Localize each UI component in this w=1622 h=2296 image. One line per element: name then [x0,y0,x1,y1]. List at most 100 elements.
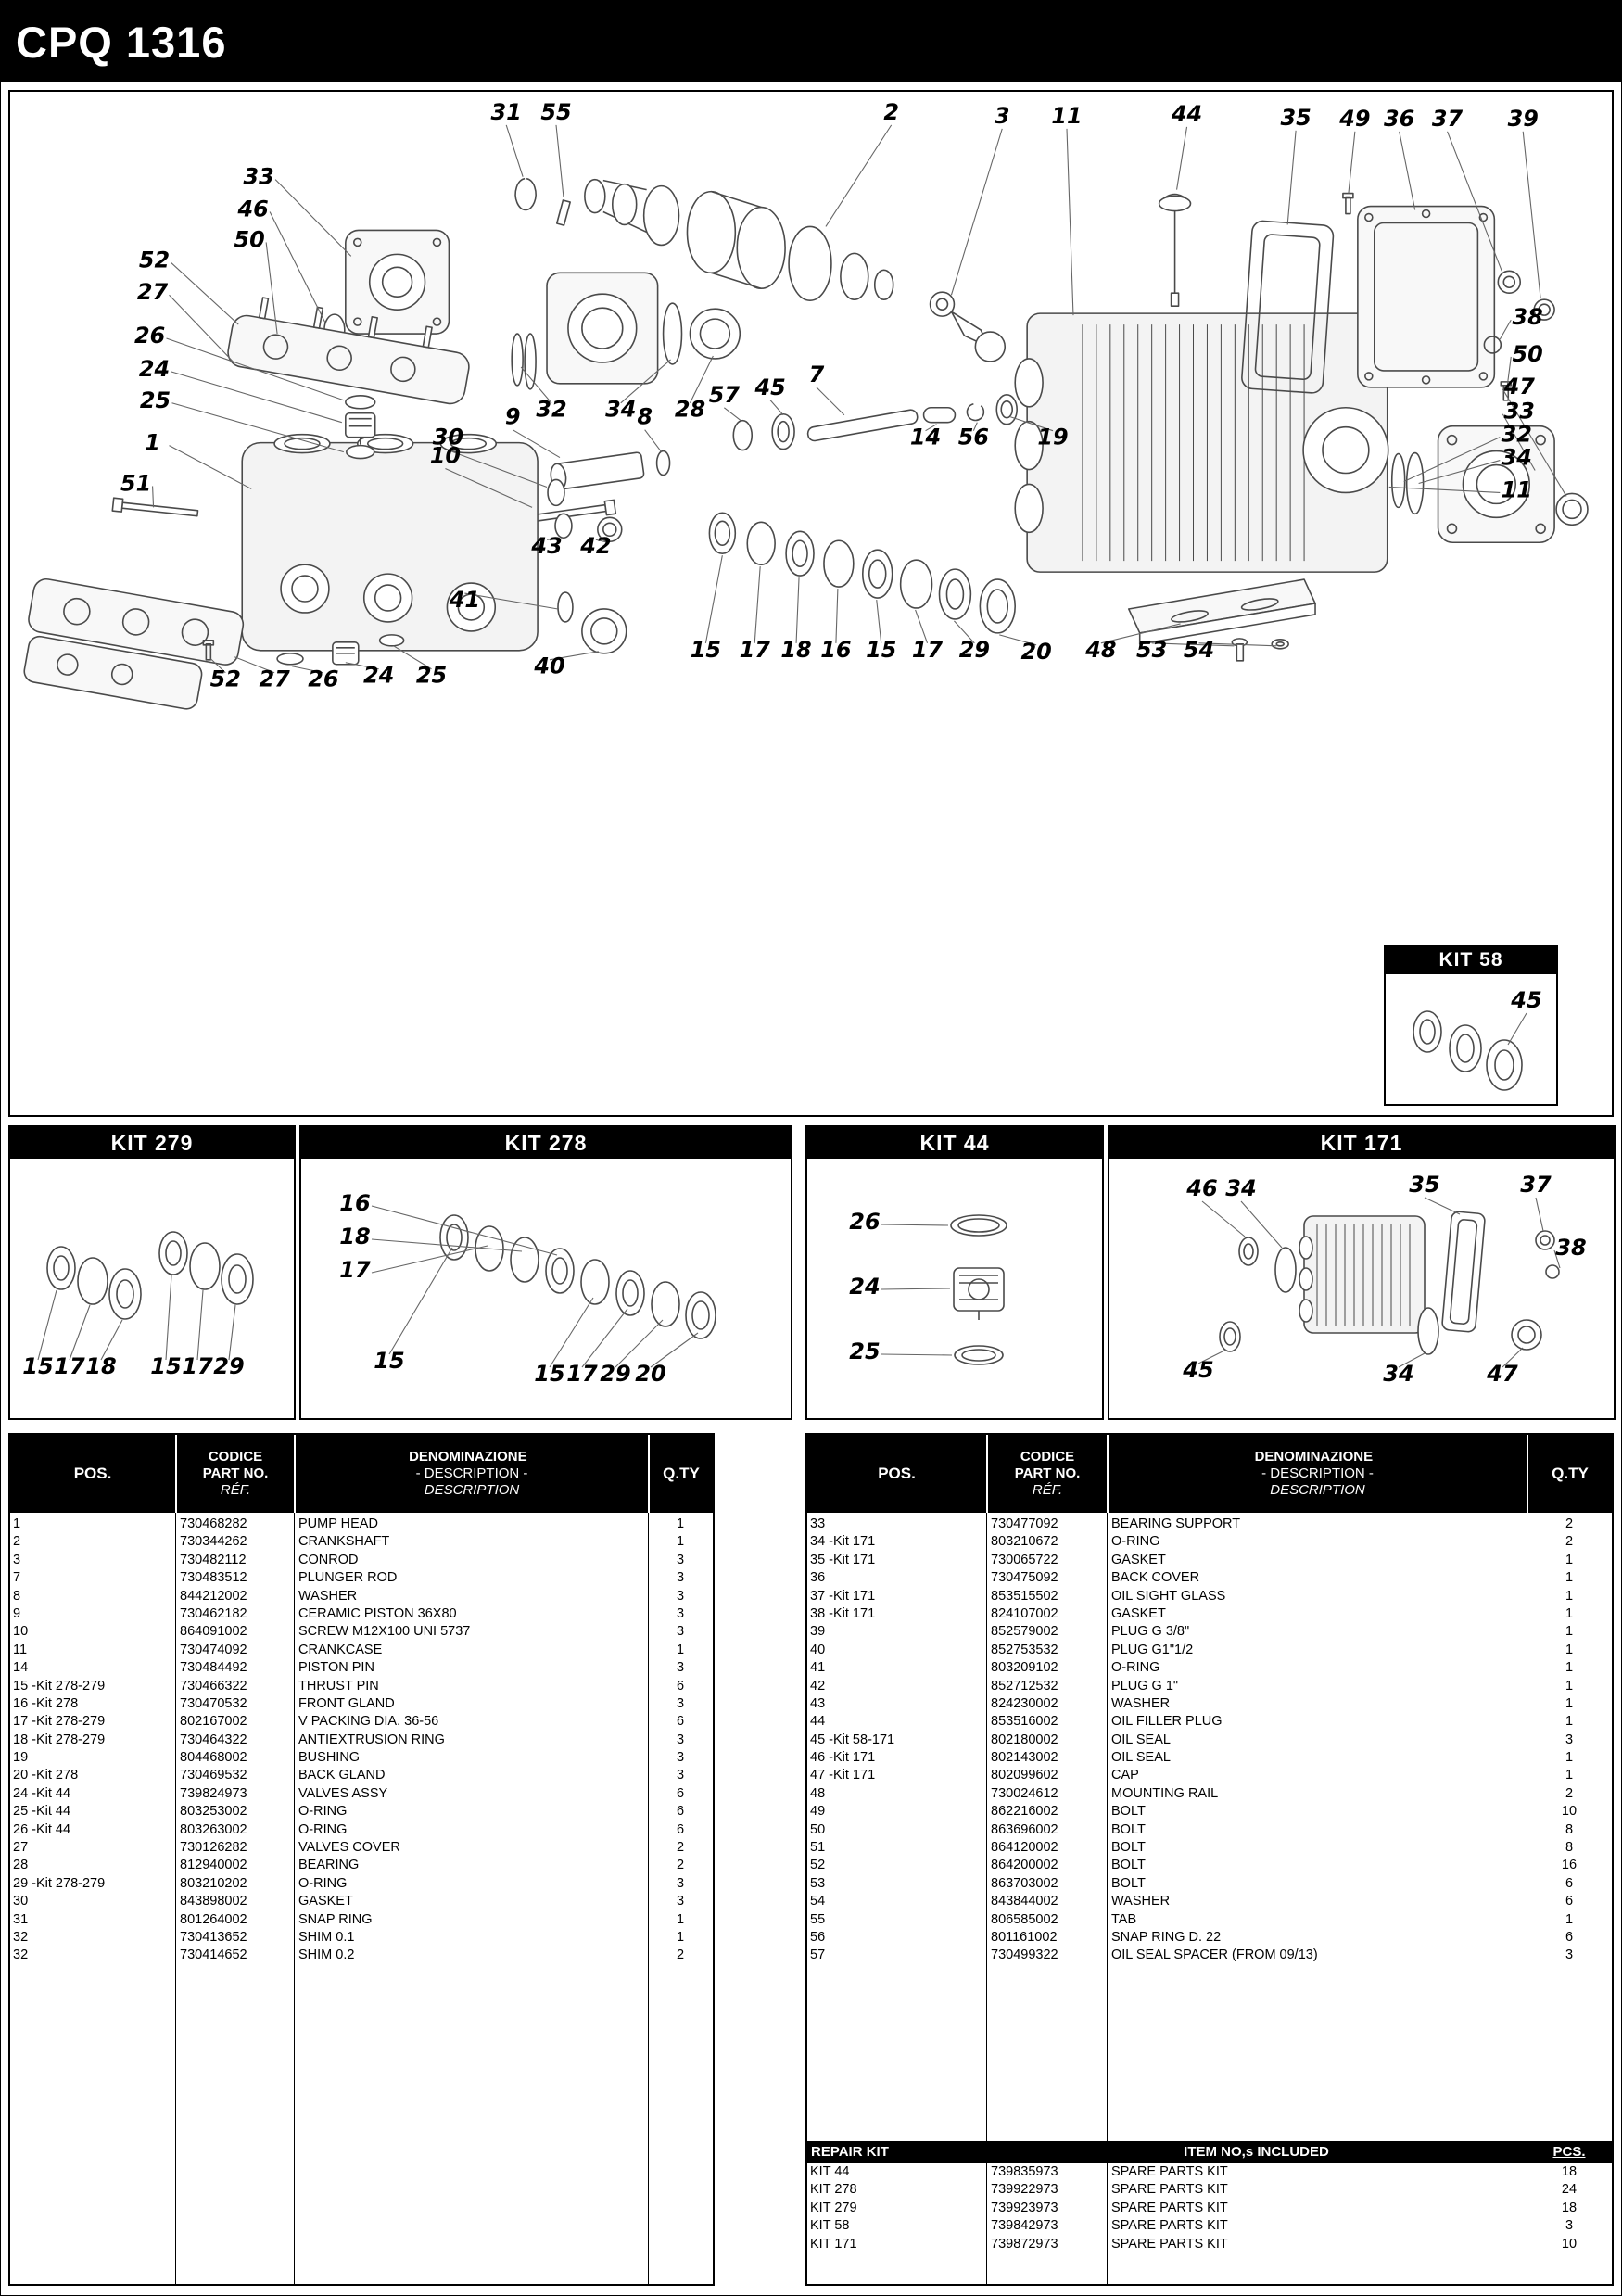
callout-16: 16 [339,1190,370,1216]
cell-code: 730065722 [991,1552,1058,1567]
callout-25: 25 [849,1338,880,1364]
callout-31: 31 [491,99,522,125]
callout-11: 11 [1051,103,1082,129]
callout-37: 37 [1432,106,1464,132]
lower-manifold-drawing [23,577,405,710]
callout-52: 52 [210,666,241,692]
cell-qty: 24 [1561,2182,1578,2198]
cell-code: 739824973 [180,1785,247,1801]
piston-group-drawing [533,450,671,523]
leader-line [269,211,326,323]
cell-pos: 19 [13,1750,29,1766]
leader-line [1066,128,1074,316]
cell-code: 824230002 [991,1695,1058,1711]
callout-1: 1 [145,430,160,456]
cell-qty: 18 [1561,2200,1578,2215]
cell-pos: 18 -Kit 278-279 [13,1732,106,1747]
cell-pos: 35 -Kit 171 [810,1552,876,1567]
cell-qty: 6 [676,1804,685,1820]
callout-20: 20 [635,1361,665,1387]
kit58-title: KIT 58 [1386,946,1556,974]
header-qty: Q.TY [1527,1435,1612,1513]
cell-pos: 37 -Kit 171 [810,1588,876,1604]
callout-46: 46 [1185,1175,1217,1201]
mounting-rail-drawing [1127,578,1316,662]
cell-desc: GASKET [1111,1605,1166,1621]
cell-qty: 1 [676,1642,685,1657]
cell-code: 730413652 [180,1929,247,1945]
leader-line [171,261,239,325]
callout-20: 20 [1020,639,1051,665]
leader-line [1502,413,1536,471]
cell-pos: 14 [13,1660,29,1676]
cell-pos: 33 [810,1516,826,1531]
leader-line [704,555,723,643]
cell-qty: 1 [1565,1695,1574,1711]
callout-11: 11 [1502,476,1532,502]
leader-line [1240,1200,1283,1249]
header-pos: POS. [73,1465,112,1482]
kit278-artwork [439,1214,716,1339]
cell-desc: SNAP RING D. 22 [1111,1929,1222,1945]
leader-line [152,486,155,508]
leader-line [171,371,342,424]
cell-code: 730344262 [180,1534,247,1550]
sight-glass-drawing [1483,270,1555,354]
callout-17: 17 [912,637,944,663]
leader-line [581,1308,628,1368]
crankshaft-drawing [584,178,894,301]
leader-line [881,1353,953,1356]
cell-qty: 3 [676,1732,685,1747]
leader-line [816,387,845,416]
cell-pos: 28 [13,1858,29,1873]
callout-47: 47 [1486,1361,1518,1387]
page-title: CPQ 1316 [16,17,227,67]
cell-qty: 2 [676,1840,685,1856]
valve-assembly-drawing [345,395,376,460]
leader-line [1398,1352,1426,1368]
cell-pos: 24 -Kit 44 [13,1785,71,1801]
cell-pos: 38 -Kit 171 [810,1605,876,1621]
cell-pos: 44 [810,1714,826,1730]
cell-code: 739835973 [991,2164,1058,2179]
leader-line [972,422,978,431]
callout-43: 43 [530,533,562,559]
header-qty: Q.TY [648,1435,713,1513]
exploded-diagram-svg: 3155231144354936373933465052272624251513… [23,99,1589,710]
cell-qty: 10 [1561,1804,1578,1820]
column-divider [648,1435,649,2284]
cell-pos: 34 -Kit 171 [810,1534,876,1550]
kit44-artwork [950,1214,1007,1365]
cell-qty: 1 [1565,1570,1574,1586]
leader-line [100,1319,123,1361]
cell-code: 739923973 [991,2200,1058,2215]
cell-qty: 3 [676,1768,685,1783]
middle-flange-drawing [511,272,741,390]
leader-line [1176,126,1188,190]
cell-pos: 26 -Kit 44 [13,1821,71,1837]
callout-29: 29 [600,1361,630,1387]
cell-pos: 45 -Kit 58-171 [810,1732,895,1747]
leader-line [1507,1012,1527,1046]
cell-qty: 3 [676,1624,685,1640]
table-header-right: POS. CODICE PART NO. RÉF. DENOMINAZIONE … [807,1435,1612,1513]
cell-code: 730477092 [991,1516,1058,1531]
cell-desc: BOLT [1111,1875,1146,1891]
callout-10: 10 [430,443,461,469]
column-divider [294,1435,295,2284]
callout-33: 33 [244,164,274,190]
cell-qty: 1 [676,1911,685,1927]
